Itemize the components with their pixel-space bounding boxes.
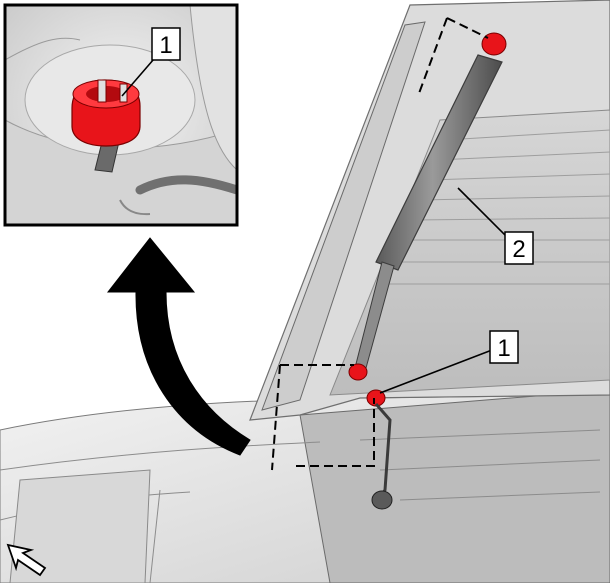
leader-lower-box	[271, 364, 375, 471]
connector	[371, 490, 393, 510]
dashed-leaders	[271, 17, 489, 471]
defroster-lines	[389, 129, 610, 285]
strut-cylinder	[375, 54, 503, 271]
cargo-opening	[299, 389, 610, 583]
strut-upper-clip	[481, 32, 507, 56]
callout-1-inset	[151, 27, 181, 61]
leader-1-lower	[379, 349, 493, 394]
direction-arrow-icon	[6, 543, 47, 577]
inset-detail: 1	[3, 3, 239, 227]
callout-2-label: 2	[512, 236, 525, 263]
leader-upper	[417, 17, 489, 97]
callout-1-lower: 1	[489, 330, 519, 364]
strut-lower-mount	[348, 363, 368, 381]
callout-1-lower-label: 1	[497, 335, 510, 362]
gas-strut	[348, 32, 507, 510]
callout-2: 2	[504, 231, 534, 265]
callout-1-inset-label: 1	[159, 32, 172, 59]
inset-red-clip	[71, 79, 141, 147]
curved-arrow-icon	[106, 237, 251, 456]
tailgate-pillar	[261, 21, 426, 411]
